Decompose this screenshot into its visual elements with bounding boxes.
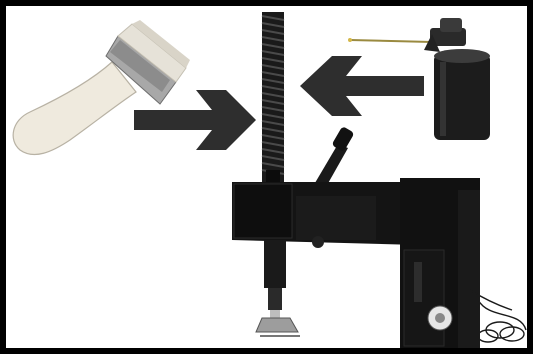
lead-screw-icon	[262, 12, 284, 182]
machine-column-icon	[400, 178, 480, 348]
